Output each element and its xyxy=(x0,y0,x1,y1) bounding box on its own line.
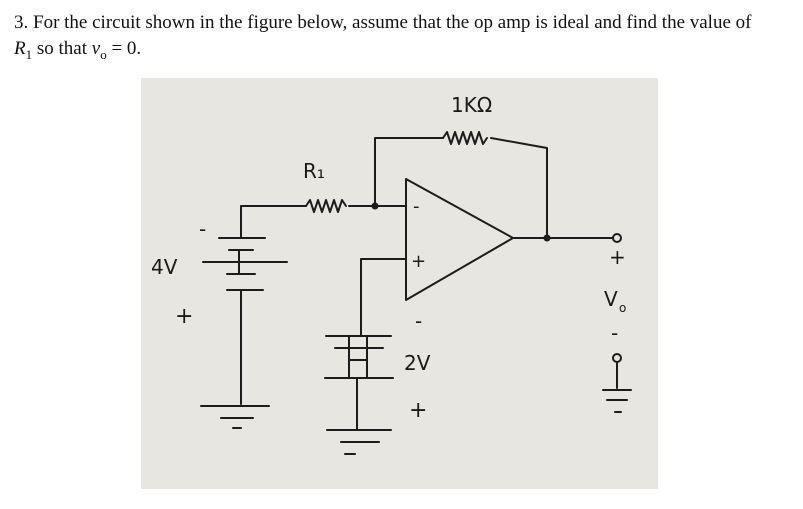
problem-condition: = 0. xyxy=(111,38,142,59)
source2-label: 2V xyxy=(404,351,431,375)
feedback-wire-right xyxy=(490,137,548,239)
output-minus: - xyxy=(611,321,618,345)
opamp-inverting-sign: - xyxy=(413,196,420,217)
output-terminal-top xyxy=(612,233,622,243)
r1-symbol: R xyxy=(14,38,26,59)
r1-subscript: 1 xyxy=(25,46,33,62)
r1-resistor xyxy=(305,199,347,213)
inverting-junction-dot xyxy=(371,202,379,210)
output-plus: + xyxy=(609,245,626,269)
opamp-triangle xyxy=(405,178,514,301)
opamp-noninverting-sign: + xyxy=(411,251,426,272)
feedback-resistor xyxy=(442,131,488,145)
source1-plus: + xyxy=(175,304,193,329)
paper-background xyxy=(141,78,658,489)
output-junction-dot xyxy=(543,234,551,242)
output-label-subscript: o xyxy=(619,301,626,315)
source2-plus: + xyxy=(409,398,427,423)
output-label: V xyxy=(604,287,618,311)
problem-number: 3. xyxy=(14,12,29,33)
problem-text-1: For the circuit shown in the figure belo… xyxy=(33,12,752,33)
noninverting-input-wire xyxy=(360,258,407,337)
r1-to-source1-wire xyxy=(240,205,307,239)
feedback-resistor-label: 1KΩ xyxy=(451,93,492,117)
circuit-diagram: 1KΩ R₁ 4V + - 2V + - - + + V o - xyxy=(141,78,658,489)
source1-minus: - xyxy=(199,217,206,241)
problem-text-2: so that xyxy=(36,38,87,59)
circuit-figure: 1KΩ R₁ 4V + - 2V + - - + + V o - xyxy=(141,78,658,489)
source2-minus: - xyxy=(415,309,422,333)
feedback-wire-left xyxy=(374,137,444,207)
vo-symbol: v xyxy=(91,38,101,59)
problem-statement: 3. For the circuit shown in the figure b… xyxy=(14,10,794,68)
vo-subscript: o xyxy=(100,46,107,62)
source1-label: 4V xyxy=(151,255,178,279)
input-resistor-label: R₁ xyxy=(303,159,325,183)
